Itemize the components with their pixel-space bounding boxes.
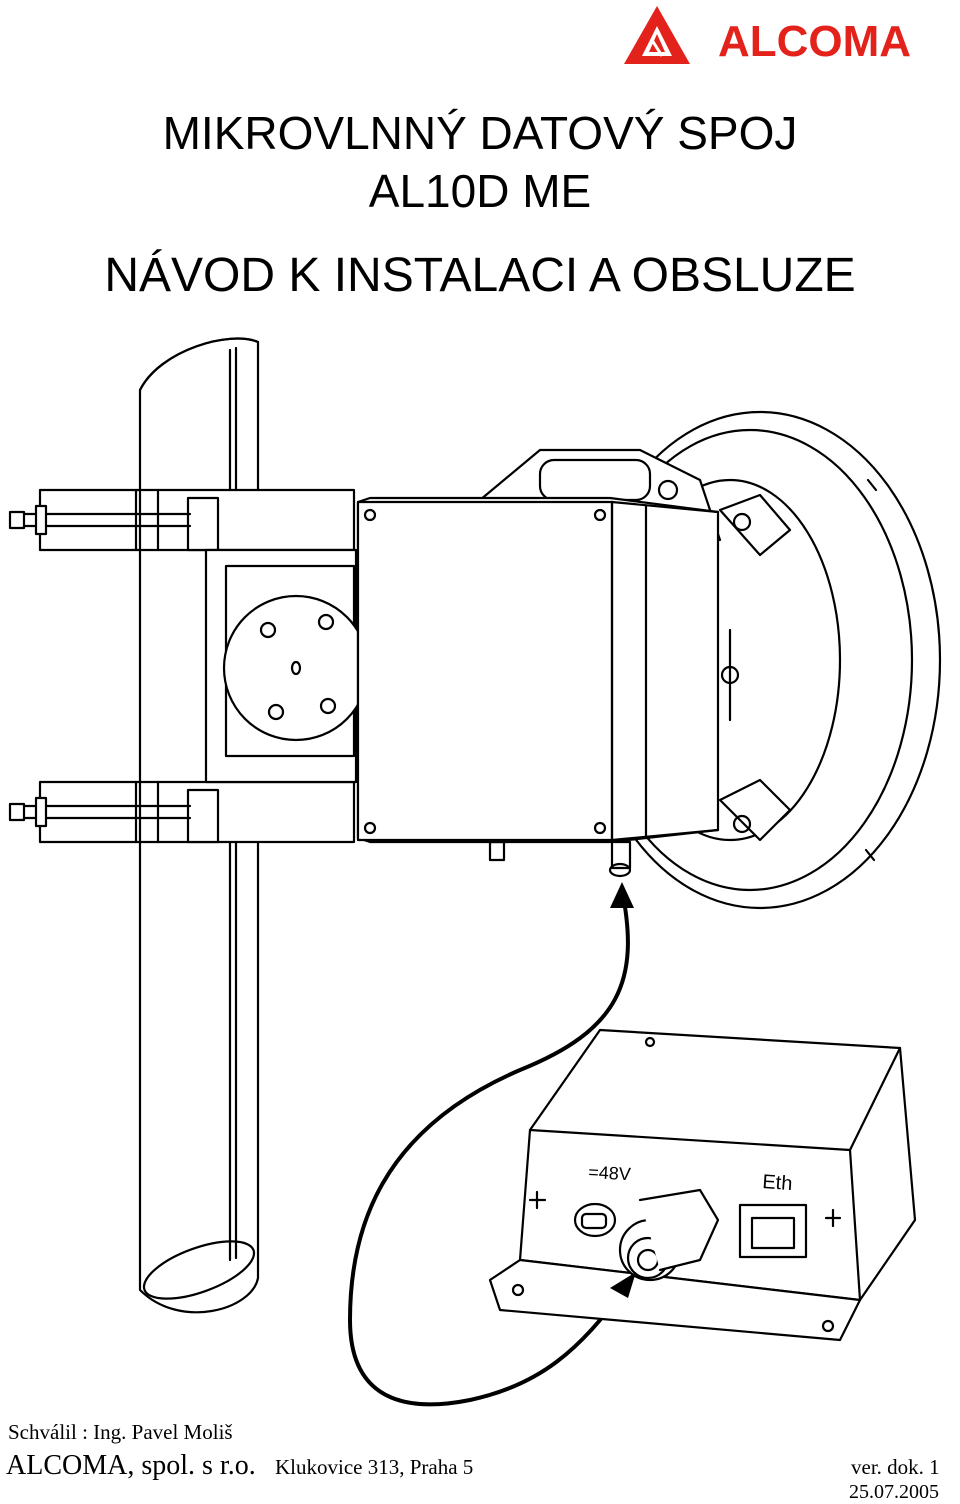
lower-clamp <box>8 780 356 844</box>
arrow-head-top <box>610 882 634 908</box>
arrow-head-bottom <box>610 1272 636 1298</box>
product-model: AL10D ME <box>368 165 592 217</box>
alcoma-triangle-icon <box>624 6 690 64</box>
approved-by: Schválil : Ing. Pavel Moliš <box>8 1420 233 1444</box>
outdoor-unit-housing <box>356 496 720 878</box>
mounting-bracket <box>204 548 370 784</box>
document-subtitle: NÁVOD K INSTALACI A OBSLUZE <box>104 249 856 302</box>
psu-power-label: =48V <box>588 1162 632 1184</box>
company-name: ALCOMA, spol. s r.o. <box>6 1450 256 1481</box>
upper-clamp <box>8 488 356 552</box>
company-address: Klukovice 313, Praha 5 <box>275 1455 474 1479</box>
psu-eth-label: Eth <box>762 1171 793 1195</box>
connecting-cable <box>348 888 630 1407</box>
installation-drawing: =48V Eth <box>8 337 942 1407</box>
alcoma-logo: ALCOMA <box>622 4 956 68</box>
document-date: 25.07.2005 <box>849 1481 939 1503</box>
document-version: ver. dok. 1 <box>851 1455 940 1479</box>
logo-wordmark: ALCOMA <box>718 17 912 66</box>
power-injector-box <box>488 1028 917 1342</box>
document-title: MIKROVLNNÝ DATOVÝ SPOJ <box>162 107 798 159</box>
